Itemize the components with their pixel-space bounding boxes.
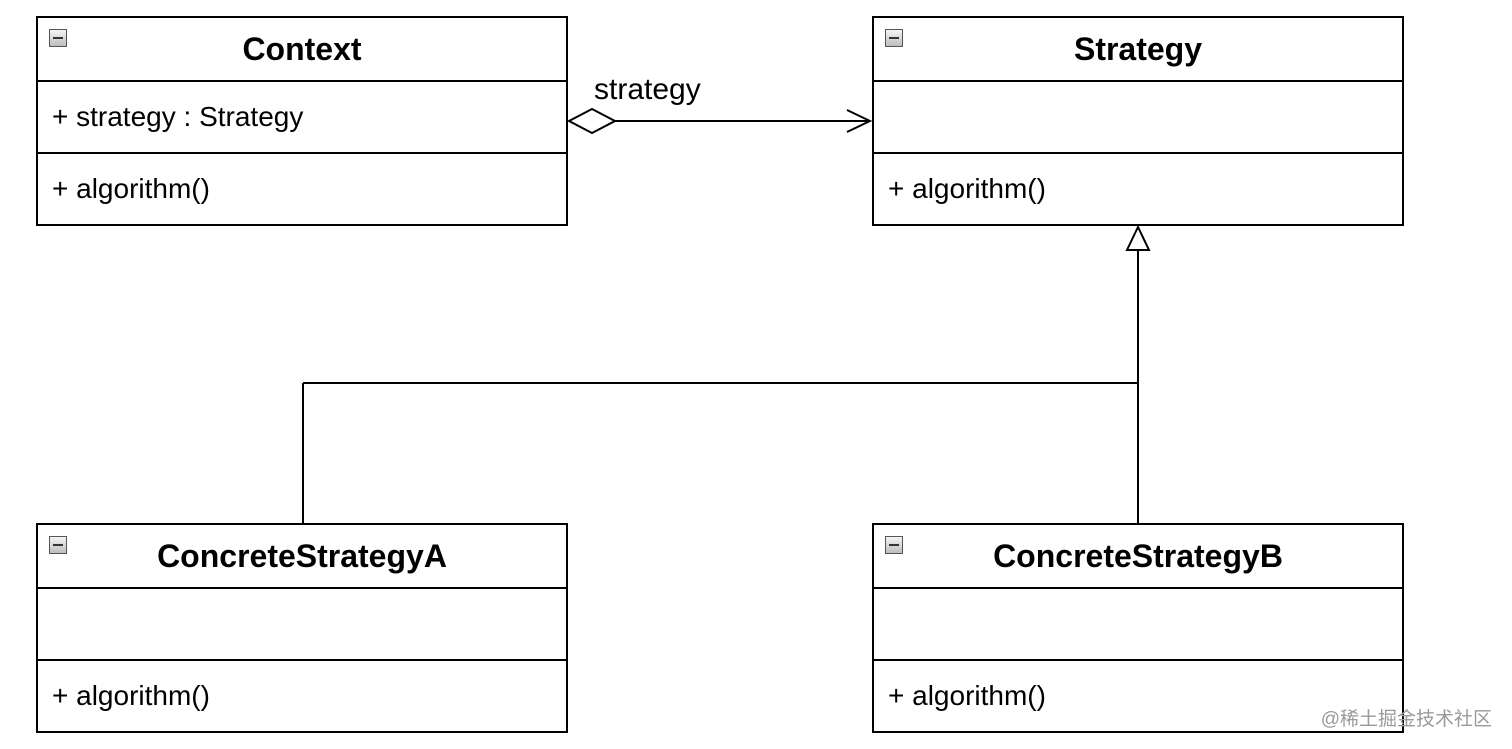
class-context[interactable]: Context + strategy : Strategy + algorith… xyxy=(36,16,568,226)
class-name: Strategy xyxy=(1073,30,1203,67)
generalization-triangle xyxy=(1125,224,1151,251)
attributes-compartment xyxy=(38,589,566,661)
aggregation-role-label: strategy xyxy=(594,73,701,106)
class-strategy[interactable]: Strategy + algorithm() xyxy=(872,16,1404,226)
operation: + algorithm() xyxy=(52,680,210,711)
class-name: ConcreteStrategyA xyxy=(157,537,447,574)
class-name: ConcreteStrategyB xyxy=(993,537,1283,574)
navigable-arrowhead xyxy=(846,109,873,133)
watermark: @稀土掘金技术社区 xyxy=(1320,709,1492,730)
collapse-icon[interactable] xyxy=(49,29,67,47)
class-header: Strategy xyxy=(874,18,1402,82)
operation: + algorithm() xyxy=(52,173,210,204)
operations-compartment: + algorithm() xyxy=(38,661,566,731)
class-name: Context xyxy=(242,30,362,67)
operations-compartment: + algorithm() xyxy=(874,661,1402,731)
attribute: + strategy : Strategy xyxy=(52,101,304,132)
class-concrete-strategy-a[interactable]: ConcreteStrategyA + algorithm() xyxy=(36,523,568,733)
collapse-icon[interactable] xyxy=(885,29,903,47)
attributes-compartment xyxy=(874,82,1402,154)
class-concrete-strategy-b[interactable]: ConcreteStrategyB + algorithm() xyxy=(872,523,1404,733)
attributes-compartment: + strategy : Strategy xyxy=(38,82,566,154)
class-header: ConcreteStrategyA xyxy=(38,525,566,589)
operation: + algorithm() xyxy=(888,680,1046,711)
operations-compartment: + algorithm() xyxy=(874,154,1402,224)
class-header: Context xyxy=(38,18,566,82)
collapse-icon[interactable] xyxy=(49,536,67,554)
class-header: ConcreteStrategyB xyxy=(874,525,1402,589)
operation: + algorithm() xyxy=(888,173,1046,204)
attributes-compartment xyxy=(874,589,1402,661)
collapse-icon[interactable] xyxy=(885,536,903,554)
operations-compartment: + algorithm() xyxy=(38,154,566,224)
aggregation-diamond xyxy=(566,107,618,135)
